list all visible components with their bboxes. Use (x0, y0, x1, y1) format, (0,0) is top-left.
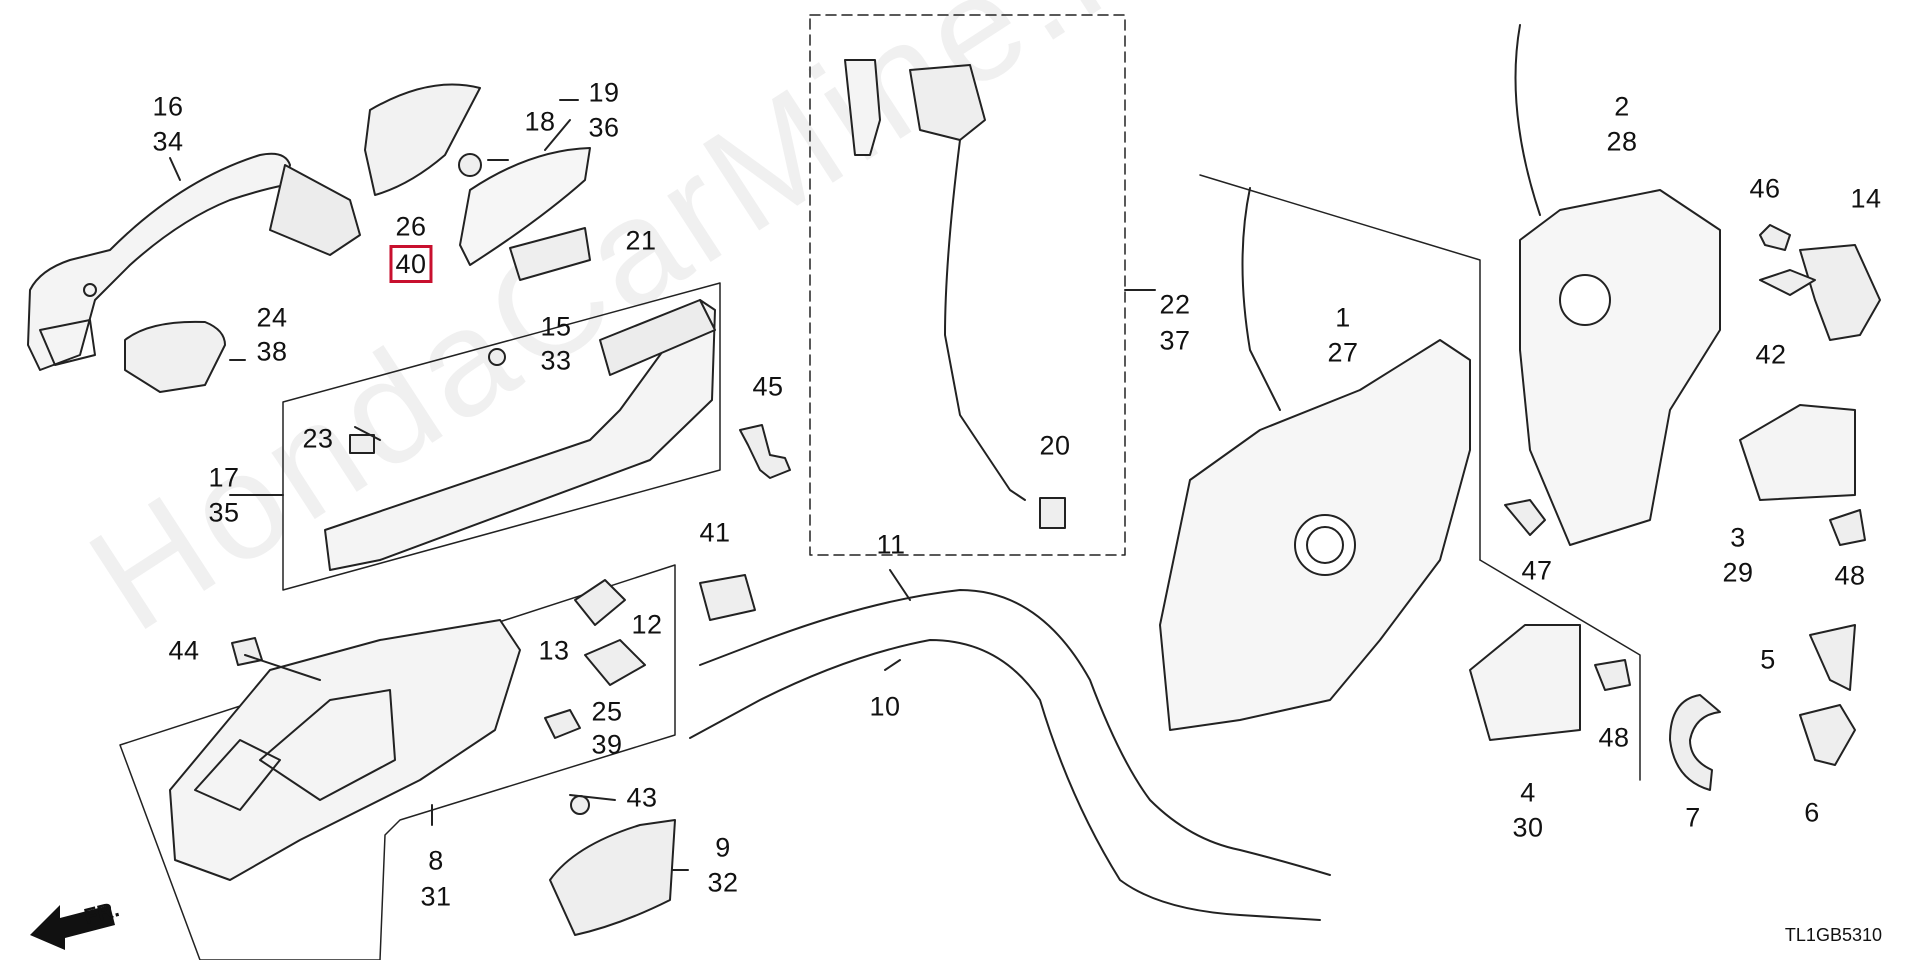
grommet-part (458, 153, 482, 177)
callout-8: 8 (428, 845, 444, 876)
bolt-42-part (1759, 269, 1816, 296)
callout-13: 13 (538, 635, 570, 666)
diagram-code: TL1GB5310 (1784, 925, 1882, 945)
key-part (844, 59, 881, 156)
bolt-part (739, 424, 791, 479)
rod-27-part (1241, 187, 1281, 411)
bolt-48a-part (1829, 509, 1866, 546)
striker-part (1799, 244, 1881, 341)
handle-base-part (324, 299, 716, 571)
cable-11-part (699, 589, 1331, 876)
callout-14: 14 (1850, 183, 1882, 214)
callout-5: 5 (1760, 644, 1776, 675)
cylinder-part (909, 64, 986, 141)
callout-1: 1 (1335, 302, 1351, 333)
rod-28-part (1514, 24, 1541, 216)
ring-7-part (1669, 694, 1721, 791)
outer-handle-part (27, 152, 361, 371)
callout-16: 16 (152, 91, 184, 122)
bezel-part (549, 819, 676, 936)
callout-21: 21 (625, 225, 657, 256)
clip-13-part (584, 639, 646, 686)
callout-11: 11 (876, 529, 906, 560)
callout-39: 39 (591, 729, 623, 760)
callout-40-highlighted: 40 (389, 245, 433, 283)
callout-15: 15 (540, 311, 572, 342)
callout-32: 32 (707, 867, 739, 898)
cylinder-box-outline (809, 14, 1126, 556)
callout-42: 42 (1755, 339, 1787, 370)
callout-45: 45 (752, 371, 784, 402)
callout-12: 12 (631, 609, 663, 640)
clip-part (509, 227, 591, 281)
callout-22: 22 (1159, 289, 1191, 320)
motor-41-part (699, 574, 756, 621)
callout-38: 38 (256, 336, 288, 367)
rear-lock-part (1519, 189, 1721, 546)
clip-20-part (1039, 497, 1066, 529)
gasket-part (459, 147, 591, 266)
callout-47: 47 (1521, 555, 1553, 586)
callout-19: 19 (588, 77, 620, 108)
front-arrow-icon (30, 905, 115, 950)
cable-10-part (689, 639, 1321, 921)
cover-3-part (1739, 404, 1856, 501)
callout-2: 2 (1614, 91, 1630, 122)
callout-46: 46 (1749, 173, 1781, 204)
callout-34: 34 (152, 126, 184, 157)
callout-27: 27 (1327, 337, 1359, 368)
callout-17: 17 (208, 462, 240, 493)
callout-10: 10 (869, 691, 901, 722)
bolt-48b-part (1594, 659, 1631, 691)
clip-12-part (574, 579, 626, 626)
clip-44-part (231, 637, 263, 666)
callout-20: 20 (1039, 430, 1071, 461)
callout-30: 30 (1512, 812, 1544, 843)
handle-cover-part (124, 320, 226, 393)
callout-35: 35 (208, 497, 240, 528)
inner-handle-part (169, 619, 521, 881)
cover-4-part (1469, 624, 1581, 741)
callout-4: 4 (1520, 777, 1536, 808)
callout-43: 43 (626, 782, 658, 813)
callout-44: 44 (168, 635, 200, 666)
callout-28: 28 (1606, 126, 1638, 157)
callout-3: 3 (1730, 522, 1746, 553)
bolt-46-part (1759, 224, 1791, 251)
callout-48-lower: 48 (1598, 722, 1630, 753)
callout-36: 36 (588, 112, 620, 143)
callout-33: 33 (540, 345, 572, 376)
screw-43-part (570, 795, 590, 815)
inner-handle-box-outline (119, 564, 676, 960)
rod-part (944, 139, 1026, 501)
callout-37: 37 (1159, 325, 1191, 356)
callout-41: 41 (699, 517, 731, 548)
callout-29: 29 (1722, 557, 1754, 588)
clip-5-part (1809, 624, 1856, 691)
clip-6-part (1799, 704, 1856, 766)
callout-48-right: 48 (1834, 560, 1866, 591)
callout-6: 6 (1804, 797, 1820, 828)
callout-24: 24 (256, 302, 288, 333)
key-cylinder-cap-part (364, 83, 481, 196)
frame-box-outline (282, 282, 721, 591)
callout-26: 26 (395, 211, 427, 242)
callout-7: 7 (1685, 802, 1701, 833)
bolt-47-part (1504, 499, 1546, 536)
callout-9: 9 (715, 832, 731, 863)
clip-25-part (544, 709, 581, 739)
callout-18: 18 (524, 106, 556, 137)
callout-23: 23 (302, 423, 334, 454)
callout-25: 25 (591, 696, 623, 727)
callout-31: 31 (420, 881, 452, 912)
